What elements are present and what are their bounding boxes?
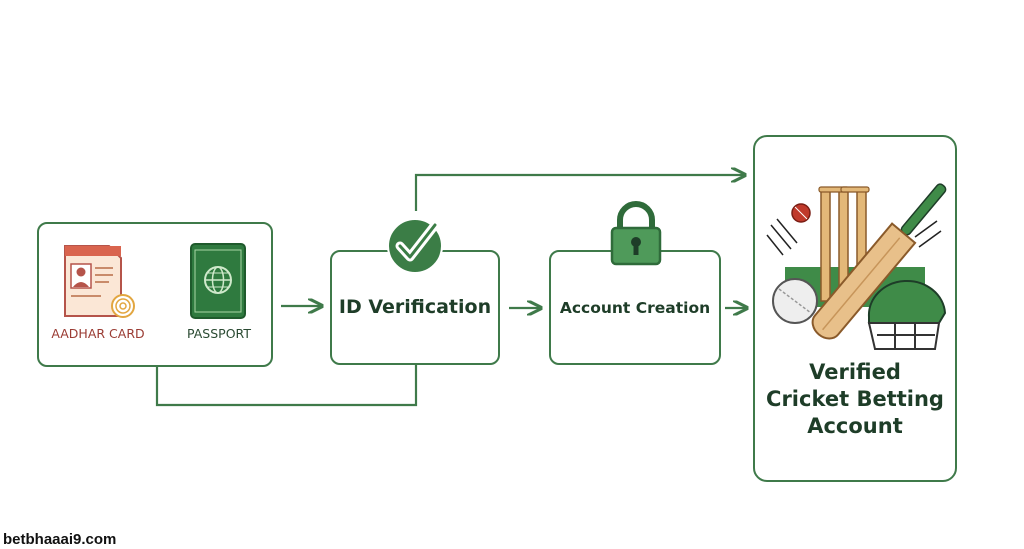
arrow-id-to-final-top bbox=[414, 175, 745, 211]
loop-docs-to-id bbox=[155, 365, 418, 407]
result-title-line3: Account bbox=[807, 414, 903, 438]
aadhar-card-icon bbox=[64, 245, 135, 318]
id-verification-label: ID Verification bbox=[338, 296, 492, 318]
cricket-equipment-icon bbox=[766, 183, 947, 350]
account-creation-box: Account Creation bbox=[549, 250, 721, 365]
aadhar-card-label: AADHAR CARD bbox=[51, 326, 145, 341]
documents-box: AADHAR CARD PASSPORT bbox=[37, 222, 273, 367]
watermark-text: betbhaaai9.com bbox=[3, 531, 117, 548]
verified-account-box: Verified Cricket Betting Account bbox=[753, 135, 957, 482]
checkmark-badge-icon bbox=[387, 218, 443, 274]
padlock-icon bbox=[610, 201, 662, 266]
passport-label: PASSPORT bbox=[187, 326, 251, 341]
account-creation-label: Account Creation bbox=[559, 299, 711, 317]
result-title-line2: Cricket Betting bbox=[766, 387, 944, 411]
passport-icon bbox=[190, 243, 246, 319]
id-verification-box: ID Verification bbox=[330, 250, 500, 365]
result-title-line1: Verified bbox=[809, 360, 901, 384]
